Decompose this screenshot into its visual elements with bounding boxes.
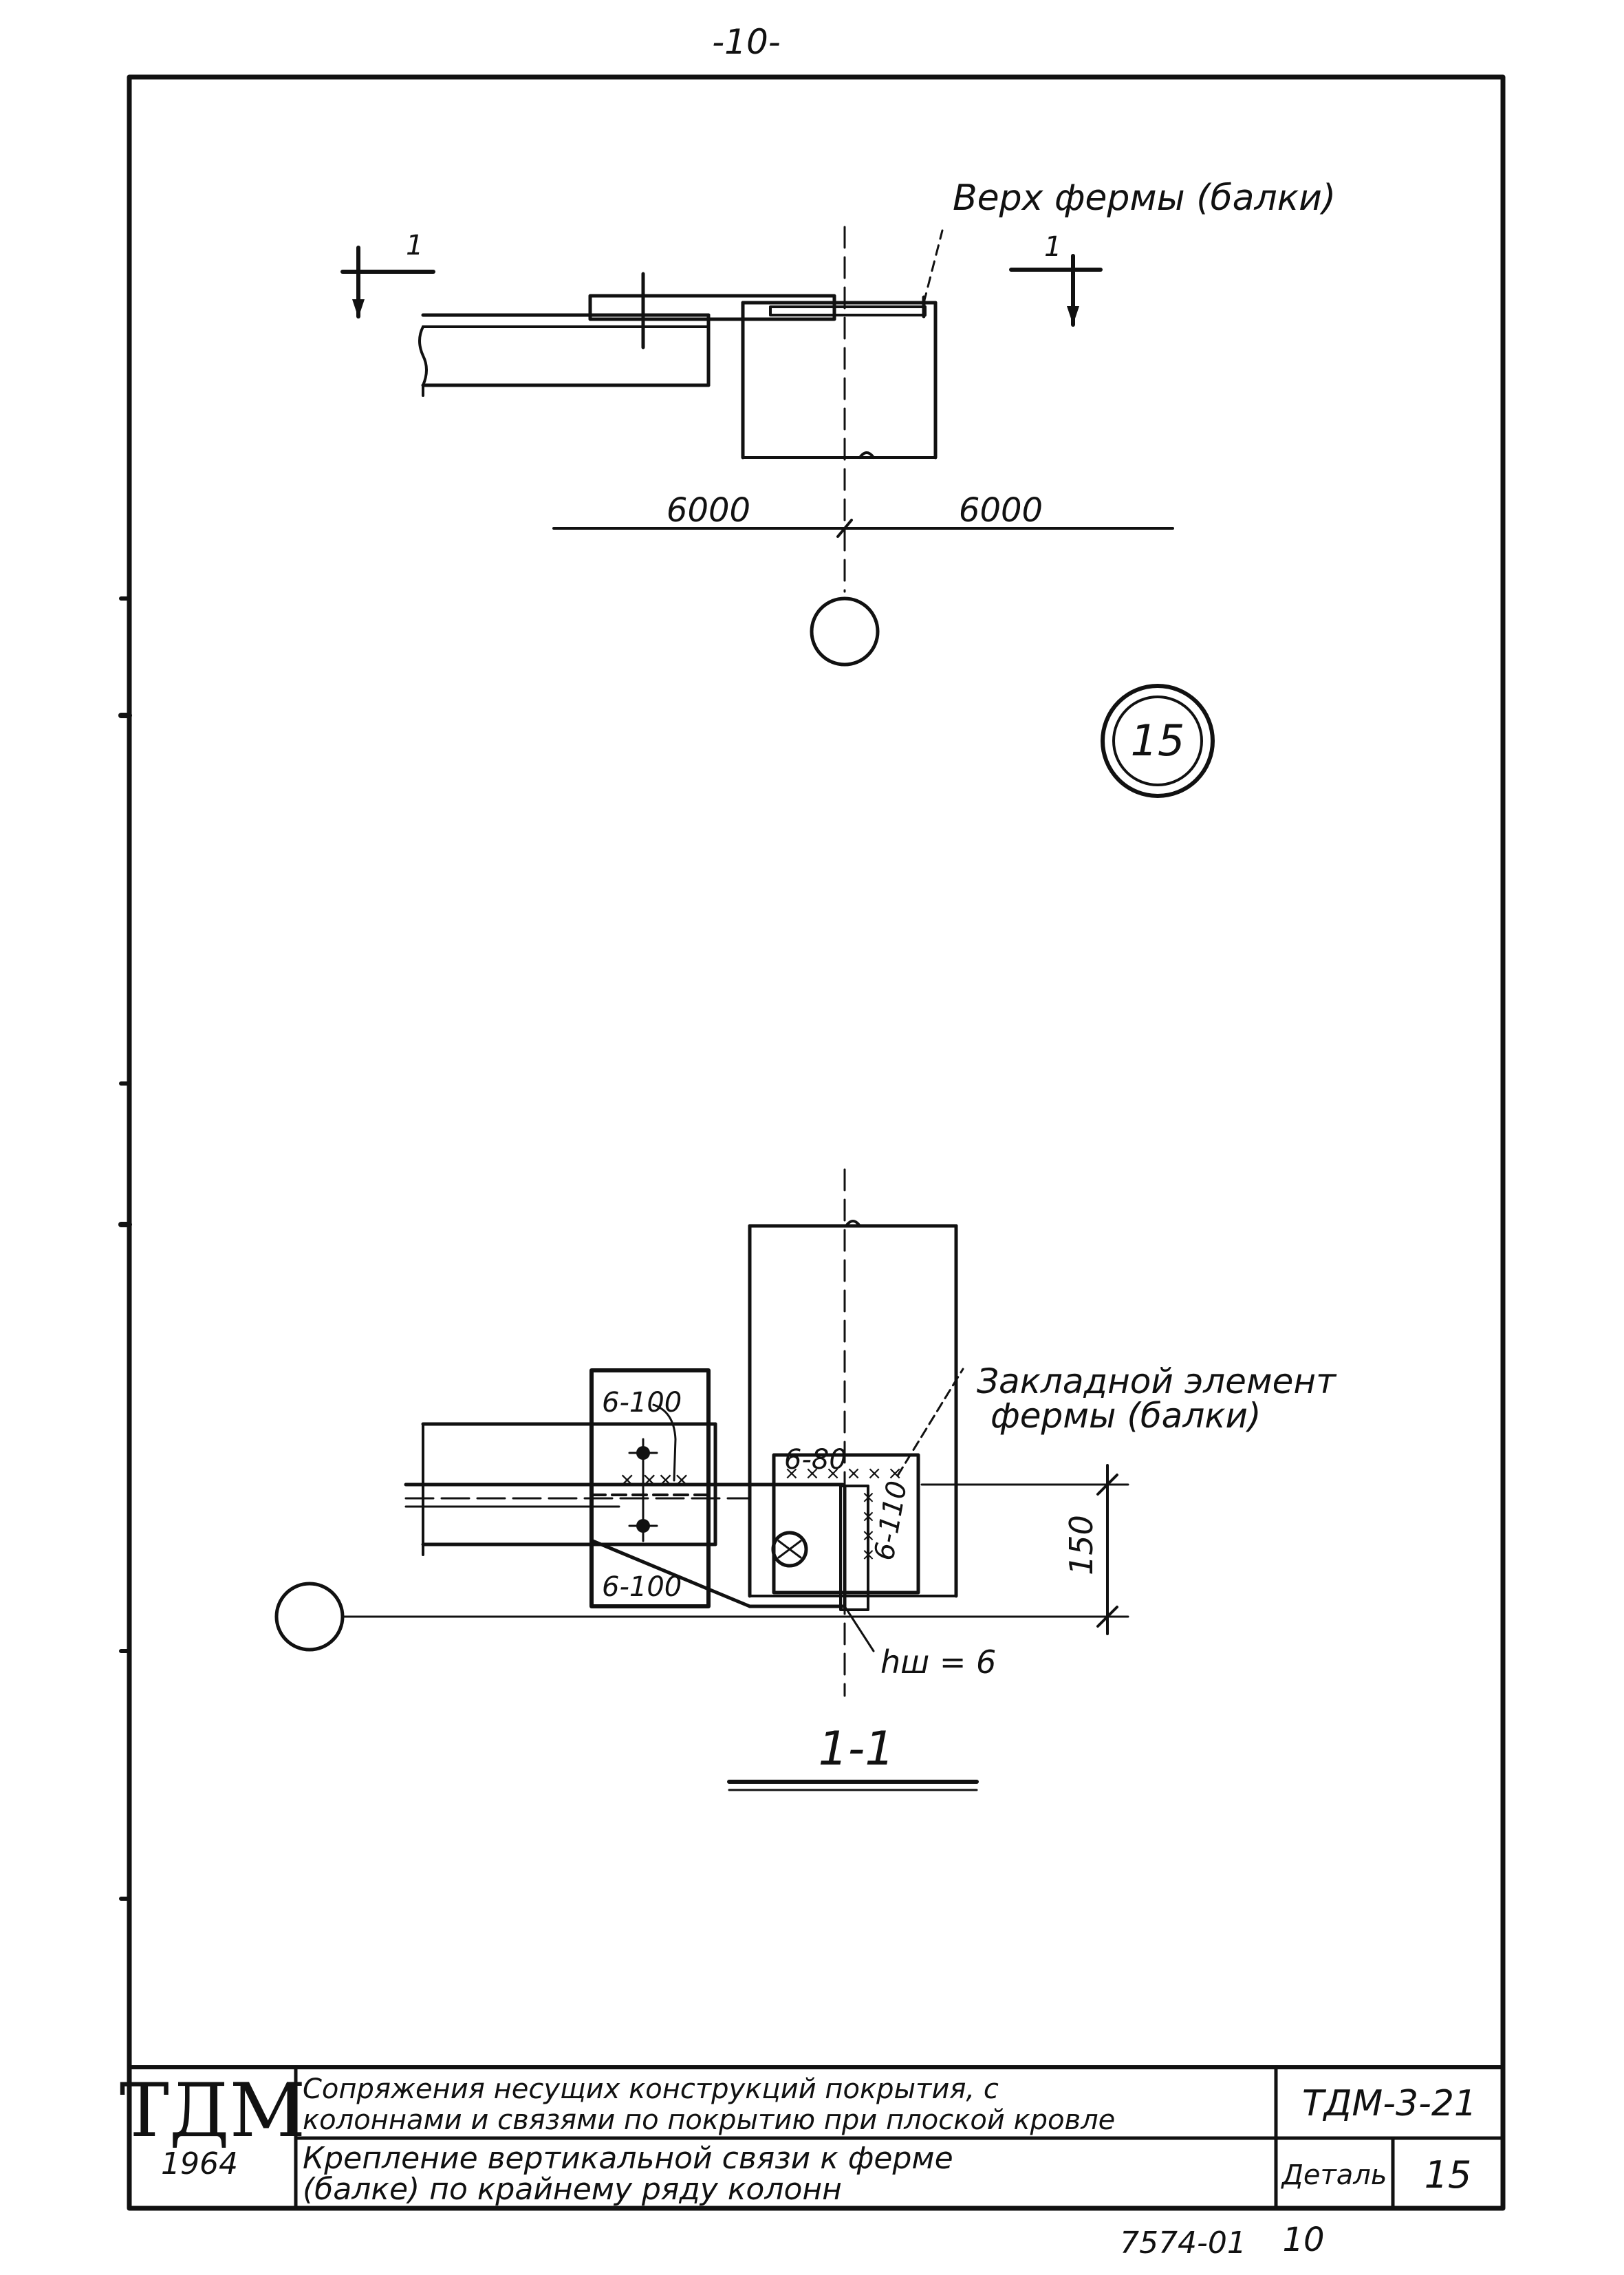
footer-code: 7574-01	[1120, 2225, 1246, 2261]
bolt	[771, 1531, 808, 1568]
plan-view: 1 1	[340, 177, 1336, 667]
embed-annotation-line2: фермы (балки)	[990, 1396, 1261, 1436]
weld-leg-label: hш = 6	[880, 1643, 996, 1681]
column-plan	[741, 301, 938, 460]
detail-label: Деталь	[1281, 2159, 1387, 2191]
plan-axis-bubble	[810, 596, 880, 667]
section-mark-left: 1	[340, 230, 435, 319]
title-block-logo: ТДМ	[120, 2068, 305, 2154]
plan-embed-plate	[769, 305, 927, 316]
svg-text:× × × × × ×: × × × × × ×	[784, 1463, 902, 1484]
section-mark-right-label: 1	[1044, 231, 1061, 263]
footer-page: 10	[1282, 2221, 1324, 2259]
detail-title-line1: Крепление вертикальной связи к ферме	[303, 2141, 953, 2176]
plan-dimension: 6000 6000	[552, 491, 1174, 538]
vertical-brace	[591, 1484, 847, 1608]
main-title-line2: колоннами и связями по покрытию при плос…	[303, 2104, 1115, 2136]
page-number: -10-	[712, 22, 781, 62]
truss-top-chord	[418, 313, 711, 397]
section-title: 1-1	[818, 1722, 894, 1776]
column-section	[748, 1220, 958, 1598]
sheet-frame	[118, 74, 1506, 2211]
dimension-right: 6000	[959, 491, 1043, 530]
detail-marker: 15	[1101, 684, 1215, 798]
main-title-line1: Сопряжения несущих конструкций покрытия,…	[303, 2073, 999, 2105]
dimension-left: 6000	[667, 491, 750, 530]
title-block-year: 1964	[161, 2146, 238, 2181]
section-view: × × × × × × × × × × 6-80 6-110	[274, 1168, 1337, 1791]
weld-upper-plate: 6-100	[602, 1387, 682, 1419]
weld-lower-plate: 6-100	[602, 1571, 682, 1603]
embed-annotation-line1: Закладной элемент	[977, 1361, 1337, 1401]
section-gusset-plate: × ×××	[589, 1368, 711, 1608]
section-mark-left-label: 1	[406, 230, 423, 261]
detail-marker-number: 15	[1131, 715, 1185, 766]
section-axis-bubble	[274, 1582, 345, 1652]
truss-chord-section	[404, 1422, 845, 1556]
svg-text:× × × ×: × × × ×	[858, 1491, 878, 1562]
detail-number: 15	[1425, 2153, 1472, 2197]
embed-element: × × × × × × × × × ×	[772, 1453, 920, 1611]
svg-text:× ×××: × ×××	[619, 1468, 690, 1491]
section-mark-right: 1	[1009, 231, 1103, 327]
weld-embed-top: 6-80	[784, 1444, 847, 1476]
series-code: ТДМ-3-21	[1302, 2083, 1477, 2124]
dimension-vertical-label: 150	[1063, 1515, 1100, 1575]
truss-top-annotation: Верх фермы (балки)	[953, 177, 1336, 219]
detail-title-line2: (балке) по крайнему ряду колонн	[303, 2172, 842, 2207]
vertical-dimension: 150	[920, 1464, 1129, 1635]
title-block: ТДМ 1964 Сопряжения несущих конструкций …	[120, 2065, 1505, 2210]
